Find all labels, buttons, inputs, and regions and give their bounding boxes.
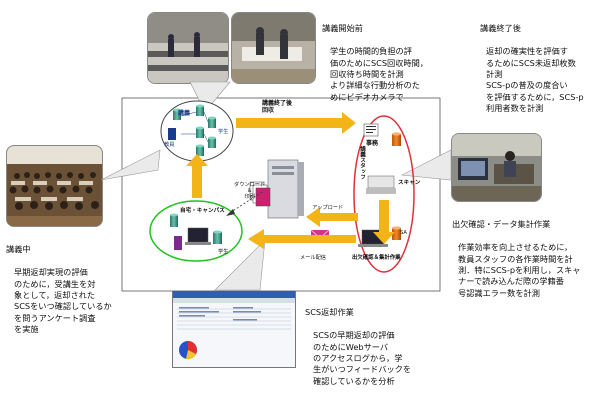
staff-label: 出欠確認＆集計作業 [352,255,401,261]
return-work-callout: SCS返却作業 SCSの早期返却の評価 のためにWebサーバ のアクセスログから… [305,296,430,399]
pointer-office [400,149,452,181]
during-class-body: 早期返却実現の評価 のために，受講生を対 象として，返却された SCSをいつ確認… [14,267,112,335]
arrow-upload [306,207,358,227]
attendance-body: 作業効率を向上させるために， 教員スタッフの各作業時間を計 測．特にSCS-pを… [458,242,581,298]
scan-label: スキャン [398,180,421,186]
before-class-callout: 講義開始前 学生の時間的負担の評 価のためにSCS回収時間， 回収待ち時間を計測… [322,12,442,115]
submit-label: 講義終了後 回収 [262,100,293,114]
staff-circle [353,115,415,273]
return-work-body: SCSの早期返却の評価 のためにWebサーバ のアクセスログから，学 生がいつフ… [313,330,412,386]
attendance-callout: 出欠確認・データ集計作業 作業効率を向上させるために， 教員スタッフの各作業時間… [452,208,588,311]
arrow-scan-down [373,200,395,244]
staff-cylinders [392,132,401,240]
during-class-callout: 講義中 早期返却実現の評価 のために，受講生を対 象として，返却された SCSを… [6,233,116,347]
return-work-heading: SCS返却作業 [305,307,354,318]
office-desk-icon [363,123,379,137]
classroom-cylinders [168,104,216,156]
workflow-diagram [100,81,452,360]
arrow-submit [236,112,356,134]
pointer-screenshot [214,239,266,291]
sa-label: SA [400,230,407,236]
teacher-label: 教員 [164,142,175,148]
flow-arrows [186,112,395,249]
web-server [267,159,304,219]
download-arrow [227,191,263,215]
scanner [366,175,396,194]
upload-label: アップロード [312,205,344,211]
arrow-mail [248,229,356,249]
pie-chart [179,341,197,360]
collection-photo-left [147,12,229,84]
desk-label: 事務 [366,140,379,147]
pointer-collection [189,81,231,113]
download-label: ダウンロード ＆ 印刷 [234,182,266,201]
after-class-body: 返却の確実性を評価す るためにSCS未返却枚数 計測 SCS-pの普及の度合い … [486,46,584,114]
campus-devices [170,213,222,250]
arrow-return-up [186,154,208,198]
mail-label: メール配信 [300,255,326,261]
collection-photo-right [231,12,316,84]
before-class-body: 学生の時間的負担の評 価のためにSCS回収時間， 回収待ち時間を計測 より詳細な… [330,46,428,102]
after-class-callout: 講義終了後 返却の確実性を評価す るためにSCS未返却枚数 計測 SCS-pの普… [480,12,588,126]
classroom-label: 講義 [178,110,191,117]
printed-papers [249,181,271,207]
during-class-heading: 講義中 [6,244,31,255]
campus-label: 自宅・キャンパス [180,208,225,214]
student-label-classroom: 学生 [218,129,229,135]
lecture-hall-photo [6,145,103,227]
student-label-campus: 学生 [218,249,229,255]
office-photo [451,133,542,202]
before-class-heading: 講義開始前 [322,23,363,34]
transport-label: 講義スタッフ [359,146,365,180]
attendance-heading: 出欠確認・データ集計作業 [452,219,551,230]
pointer-lecture [100,149,161,181]
after-class-heading: 講義終了後 [480,23,521,34]
